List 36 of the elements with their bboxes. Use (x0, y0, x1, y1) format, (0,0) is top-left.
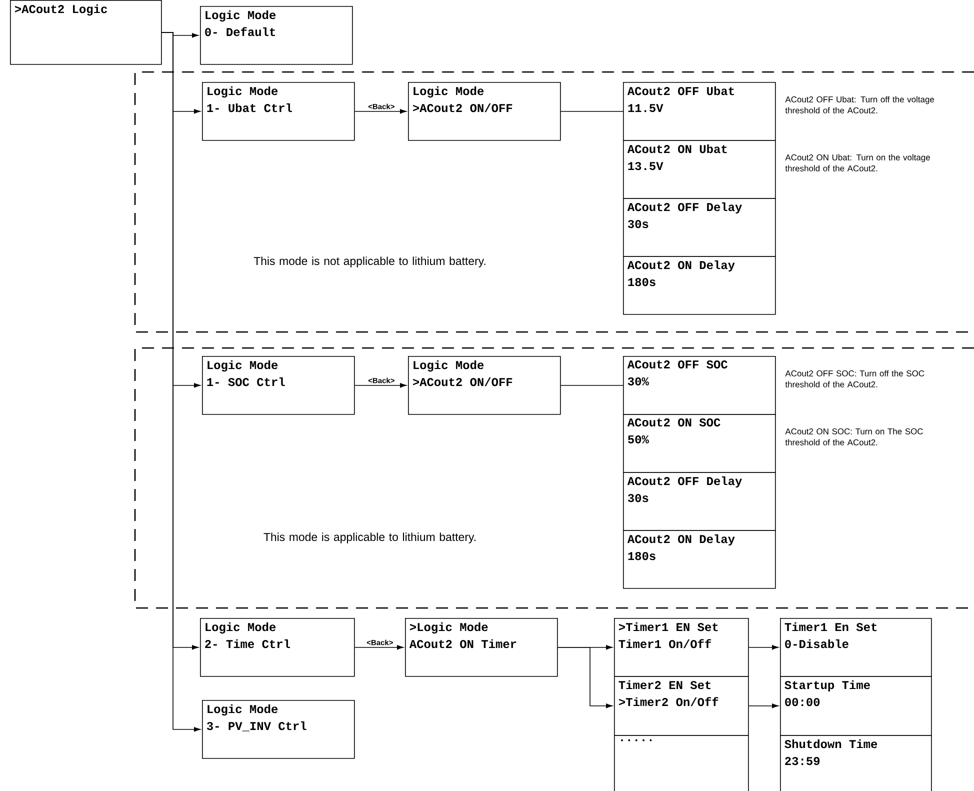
note-text: This mode is not applicable to lithium battery. (254, 256, 486, 268)
description-text: ACout2 OFF SOC: Turn off the SOC threshold of the ACout2. (785, 370, 924, 388)
menu-box: Logic Mode 1- SOC Ctrl (202, 356, 355, 415)
menu-box: >Timer1 EN Set Timer1 On/Off (614, 618, 749, 677)
description-text: ACout2 OFF Ubat: Turn off the voltage threshold of the ACout2. (785, 96, 934, 114)
description-text: ACout2 ON SOC: Turn on The SOC threshold of the ACout2. (785, 428, 923, 446)
menu-box: ACout2 ON SOC 50% (623, 414, 776, 473)
menu-box: ACout2 OFF Ubat 11.5V (623, 82, 776, 141)
menu-box: Timer2 EN Set >Timer2 On/Off (614, 676, 749, 736)
menu-box: Shutdown Time 23:59 (780, 734, 932, 791)
menu-box: ACout2 OFF SOC 30% (623, 356, 776, 415)
menu-box: >Logic Mode ACout2 ON Timer (405, 618, 558, 677)
menu-box: Logic Mode 1- Ubat Ctrl (202, 82, 355, 141)
menu-box: ACout2 ON Ubat 13.5V (623, 140, 776, 199)
menu-box: Startup Time 00:00 (780, 676, 932, 736)
menu-box: >ACout2 Logic (10, 0, 162, 65)
arrow (748, 645, 778, 650)
menu-box: Logic Mode >ACout2 ON/OFF (408, 82, 561, 141)
menu-box: Logic Mode 3- PV_INV Ctrl (202, 700, 355, 759)
menu-box: Logic Mode 0- Default (200, 6, 353, 65)
arrow (354, 645, 404, 650)
arrow (557, 646, 612, 708)
menu-box: ACout2 OFF Delay 30s (623, 198, 776, 257)
menu-box: ..... (614, 734, 749, 791)
arrow (748, 704, 778, 708)
menu-box: Logic Mode 2- Time Ctrl (200, 618, 355, 677)
arrow (161, 32, 200, 732)
description-text: ACout2 ON Ubat: Turn on the voltage threshold of the ACout2. (785, 154, 930, 172)
note-text: This mode is applicable to lithium battery. (264, 532, 476, 544)
menu-box: Logic Mode >ACout2 ON/OFF (408, 356, 561, 415)
menu-box: ACout2 ON Delay 180s (623, 530, 776, 589)
arrow (354, 109, 406, 114)
menu-box: ACout2 OFF Delay 30s (623, 472, 776, 531)
menu-box: Timer1 En Set 0-Disable (780, 618, 932, 677)
menu-box: ACout2 ON Delay 180s (623, 256, 776, 315)
arrow (354, 383, 406, 388)
